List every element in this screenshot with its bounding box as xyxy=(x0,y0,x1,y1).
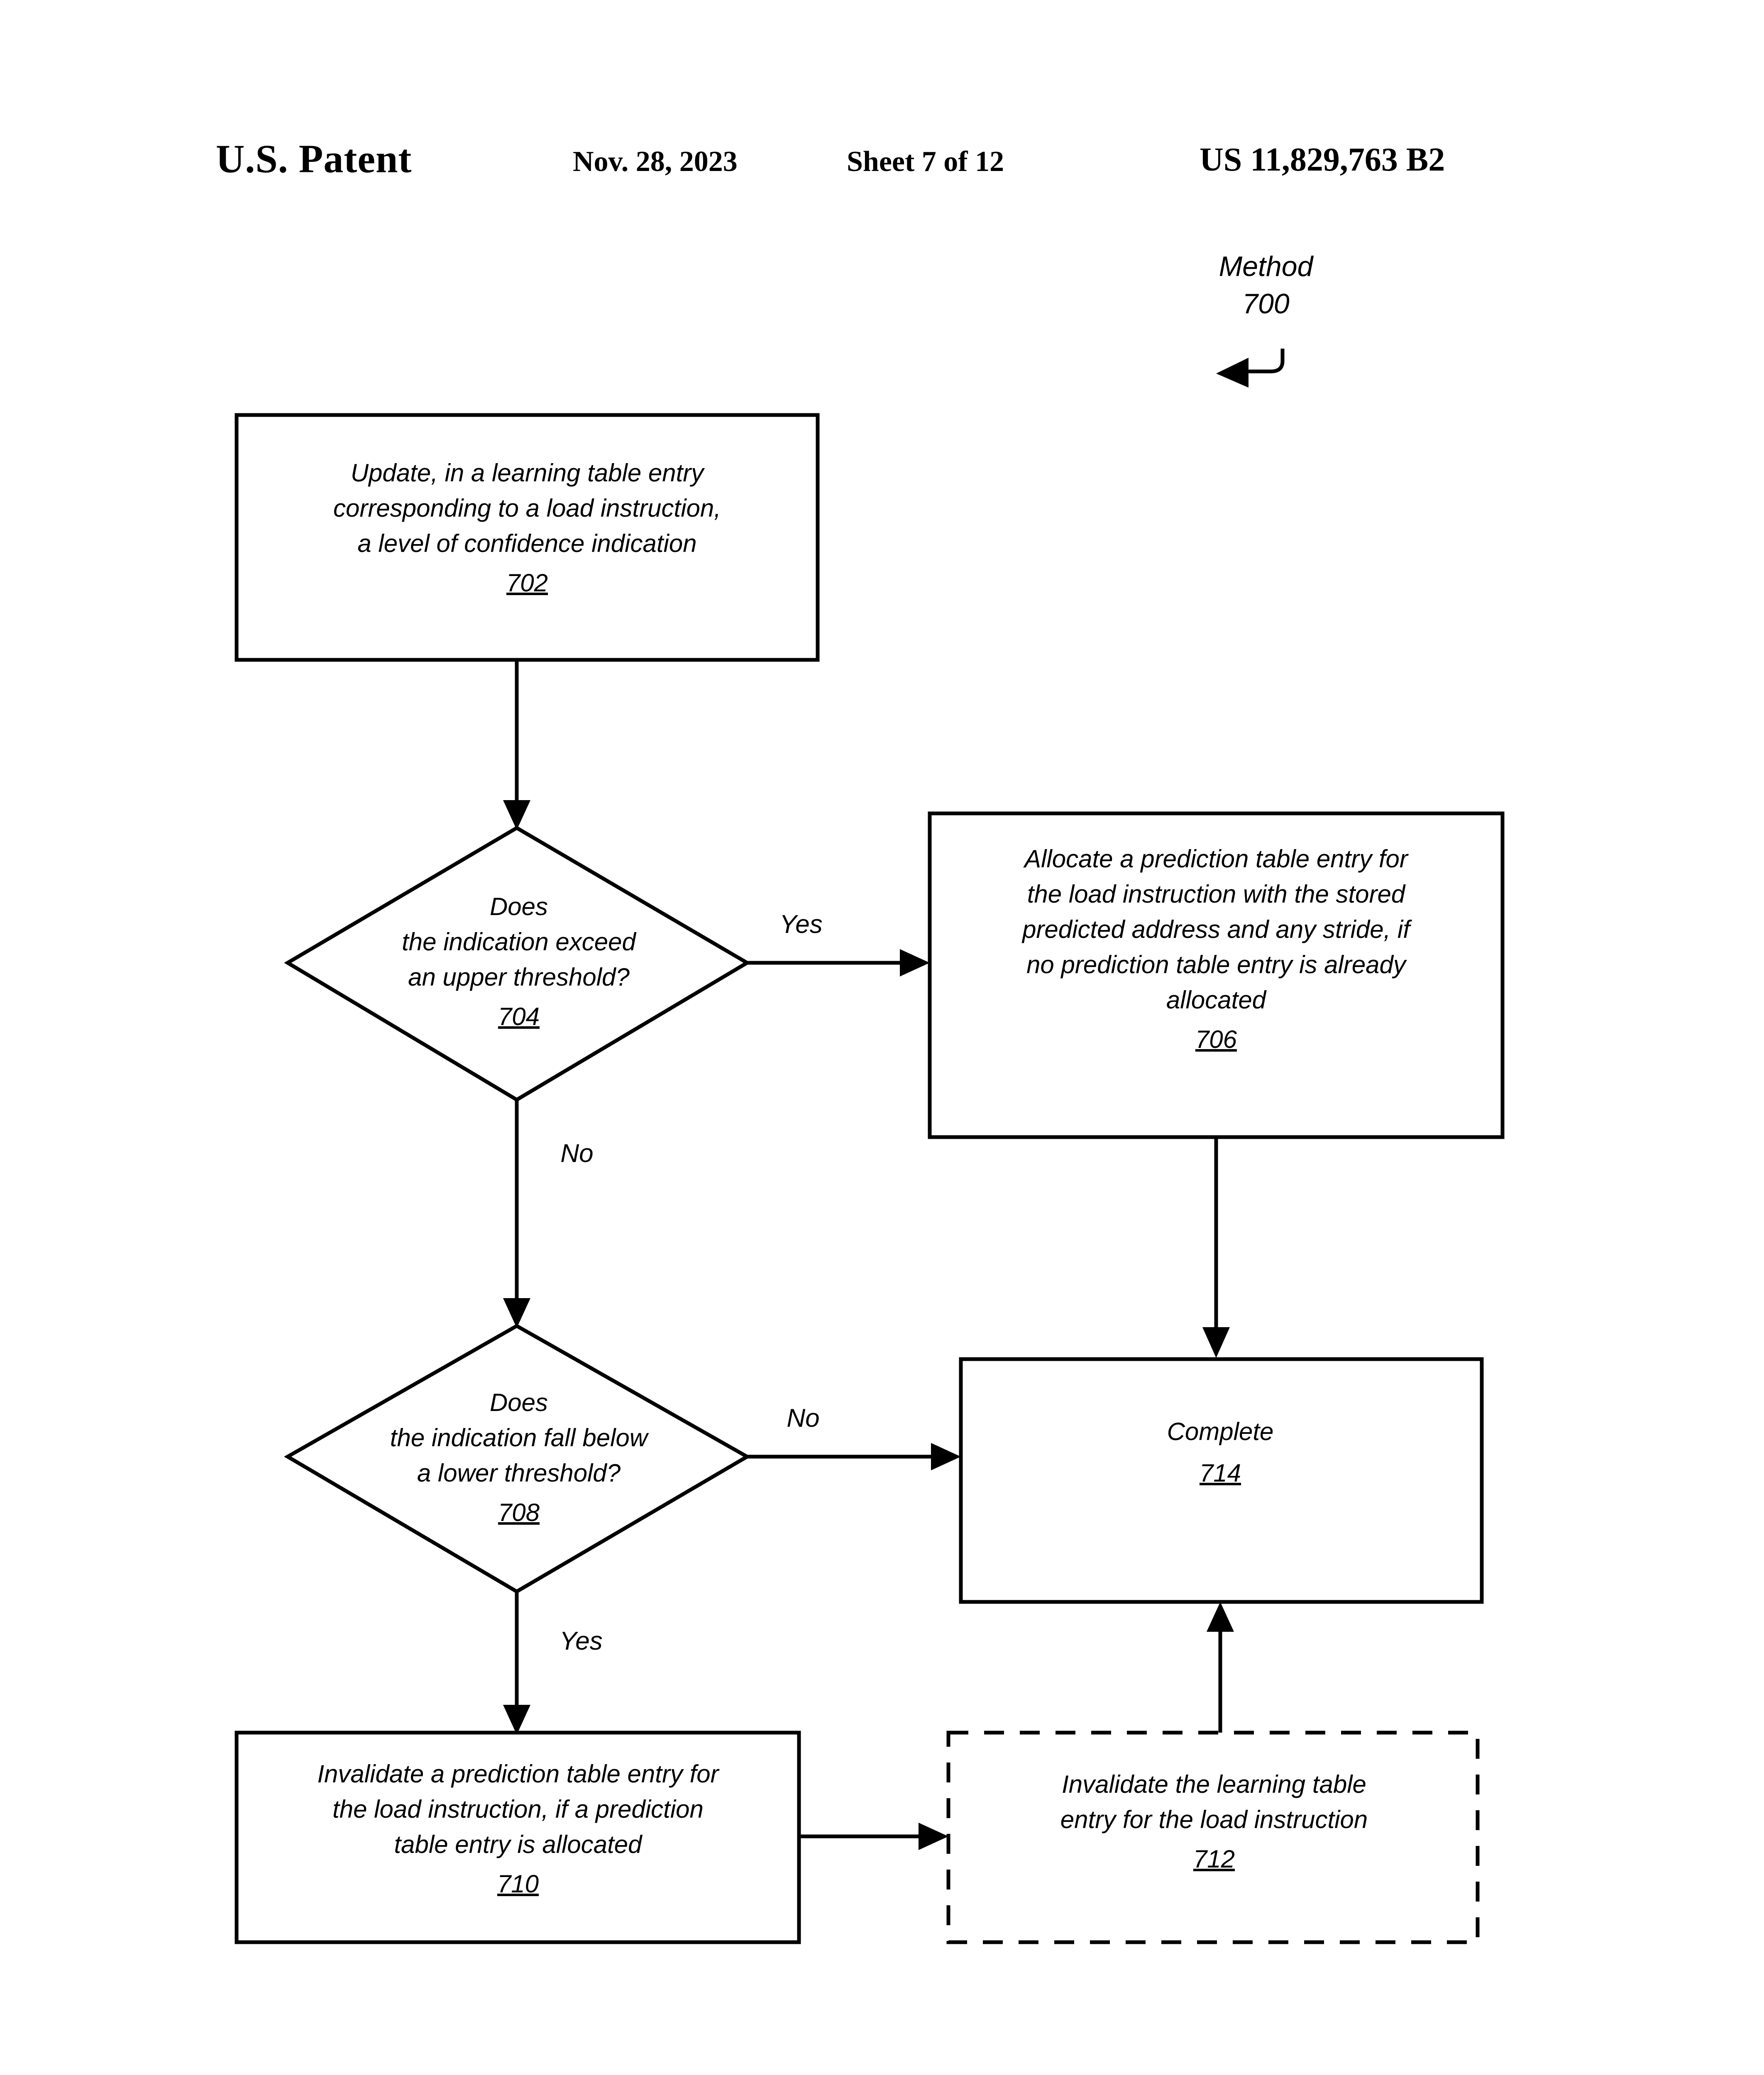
node-702-line-3: a level of confidence indication xyxy=(357,530,696,557)
node-714-ref: 714 xyxy=(1200,1459,1241,1487)
node-706[interactable]: Allocate a prediction table entry for th… xyxy=(928,811,1505,1139)
edge-712-to-714-arrowhead xyxy=(1207,1602,1234,1632)
node-714-box[interactable] xyxy=(959,1357,1484,1604)
node-702[interactable]: Update, in a learning table entry corres… xyxy=(235,413,820,662)
node-712-line-1: Invalidate the learning table xyxy=(1062,1770,1366,1798)
node-702-line-2: corresponding to a load instruction, xyxy=(333,494,721,522)
node-712-box[interactable] xyxy=(946,1731,1480,1944)
method-pointer-arrowhead xyxy=(1216,358,1248,388)
node-708-ref: 708 xyxy=(498,1499,540,1526)
node-706-line-4: no prediction table entry is already xyxy=(1026,951,1407,979)
node-704-line-3: an upper threshold? xyxy=(408,963,630,991)
edge-706-to-714-arrowhead xyxy=(1202,1327,1230,1358)
method-number: 700 xyxy=(1242,288,1290,320)
edge-704-to-706: Yes xyxy=(747,910,930,976)
node-708[interactable]: Does the indication fall below a lower t… xyxy=(284,1323,751,1594)
node-706-line-5: allocated xyxy=(1166,986,1267,1014)
patent-office-label: U.S. Patent xyxy=(216,137,412,181)
node-712-ref: 712 xyxy=(1193,1845,1235,1873)
node-710-line-3: table entry is allocated xyxy=(394,1831,643,1858)
node-710-line-1: Invalidate a prediction table entry for xyxy=(317,1760,719,1788)
edge-706-to-714 xyxy=(1202,1137,1230,1358)
edge-708-to-714: No xyxy=(747,1404,961,1470)
patent-header: U.S. Patent Nov. 28, 2023 Sheet 7 of 12 … xyxy=(0,139,1764,189)
node-704-line-1: Does xyxy=(490,893,548,920)
edge-708-to-710-arrowhead xyxy=(503,1705,530,1735)
node-708-line-2: the indication fall below xyxy=(390,1424,649,1452)
sheet-number-label: Sheet 7 of 12 xyxy=(847,146,1004,178)
edge-712-to-714 xyxy=(1207,1602,1234,1733)
node-708-line-3: a lower threshold? xyxy=(417,1459,621,1487)
node-710-line-2: the load instruction, if a prediction xyxy=(332,1795,704,1823)
node-712[interactable]: Invalidate the learning table entry for … xyxy=(946,1731,1480,1944)
node-714-line-1: Complete xyxy=(1167,1418,1274,1445)
edge-704-to-708-label: No xyxy=(560,1139,593,1168)
node-708-diamond[interactable] xyxy=(284,1323,751,1594)
edge-704-to-708-arrowhead xyxy=(503,1298,530,1328)
node-702-line-1: Update, in a learning table entry xyxy=(351,459,706,487)
edge-702-to-704-arrowhead xyxy=(503,800,530,830)
edge-708-to-710: Yes xyxy=(503,1592,603,1735)
node-710-ref: 710 xyxy=(497,1870,539,1898)
edge-708-to-714-label: No xyxy=(787,1404,819,1433)
edge-710-to-712-arrowhead xyxy=(919,1823,948,1850)
method-pointer-line xyxy=(1245,349,1285,374)
edge-702-to-704 xyxy=(503,660,530,830)
edge-710-to-712 xyxy=(799,1823,948,1850)
method-label: Method xyxy=(1219,251,1314,282)
edge-704-to-708: No xyxy=(503,1100,594,1328)
node-702-box[interactable] xyxy=(235,413,820,662)
edge-704-to-706-label: Yes xyxy=(779,910,822,939)
node-712-line-2: entry for the load instruction xyxy=(1060,1806,1368,1833)
node-704-ref: 704 xyxy=(498,1003,540,1030)
edge-704-to-706-arrowhead xyxy=(900,949,930,976)
node-706-ref: 706 xyxy=(1195,1025,1237,1053)
patent-number-label: US 11,829,763 B2 xyxy=(1200,142,1445,178)
node-710[interactable]: Invalidate a prediction table entry for … xyxy=(235,1731,801,1944)
edge-708-to-714-arrowhead xyxy=(931,1443,961,1470)
node-704-line-2: the indication exceed xyxy=(402,928,636,956)
node-702-ref: 702 xyxy=(506,569,548,597)
node-706-line-3: predicted address and any stride, if xyxy=(1021,915,1412,943)
node-706-line-2: the load instruction with the stored xyxy=(1027,880,1406,908)
method-callout: Method 700 xyxy=(1216,251,1314,388)
edge-708-to-710-label: Yes xyxy=(559,1627,602,1655)
node-714[interactable]: Complete 714 xyxy=(959,1357,1484,1604)
node-706-line-1: Allocate a prediction table entry for xyxy=(1023,845,1409,873)
node-708-line-1: Does xyxy=(490,1389,548,1416)
node-704[interactable]: Does the indication exceed an upper thre… xyxy=(284,825,751,1102)
patent-date: Nov. 28, 2023 xyxy=(573,146,738,178)
